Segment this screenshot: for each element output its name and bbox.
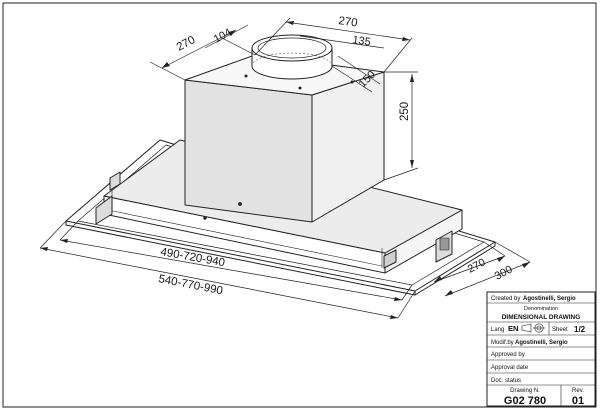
projection-symbol-icon bbox=[521, 323, 545, 333]
tb-denomination-label: Denomination bbox=[524, 306, 558, 312]
dim-inner-depth: 270 bbox=[466, 256, 488, 275]
dim-height: 250 bbox=[399, 102, 411, 121]
tb-created-by-value: Agostinelli, Sergio bbox=[523, 296, 576, 302]
tb-lang-label: Lang bbox=[491, 327, 504, 333]
left-bracket bbox=[95, 195, 113, 225]
hood-drawing bbox=[65, 34, 496, 296]
dimension-arrows bbox=[40, 21, 530, 319]
dim-offset-135: 135 bbox=[352, 34, 372, 48]
chimney-front bbox=[184, 79, 313, 223]
tb-approval-date-label: Approval date bbox=[491, 365, 529, 371]
tb-sheet-label: Sheet bbox=[552, 327, 568, 333]
tb-modif-label: Modif.by bbox=[491, 340, 514, 346]
tb-rev-label: Rev. bbox=[572, 388, 584, 394]
dim-outer-depth: 300 bbox=[493, 263, 515, 282]
dim-offset-104: 104 bbox=[212, 26, 234, 45]
dim-top-depth: 270 bbox=[175, 34, 198, 54]
tb-modif-value: Agostinelli, Sergio bbox=[515, 340, 568, 346]
tb-rev-value: 01 bbox=[572, 395, 584, 407]
tb-drawing-no-label: Drawing N. bbox=[510, 388, 540, 394]
title-block: Created by Agostinelli, Sergio Denominat… bbox=[486, 291, 596, 407]
dim-outer-width: 540-770-990 bbox=[157, 273, 223, 297]
tb-sheet-value: 1/2 bbox=[574, 325, 586, 334]
tb-lang-value: EN bbox=[508, 324, 518, 333]
tb-doc-status-label: Doc. status bbox=[491, 378, 521, 384]
tb-denomination-value: DIMENSIONAL DRAWING bbox=[502, 314, 581, 321]
tb-created-by-label: Created by bbox=[491, 296, 520, 302]
tb-drawing-no-value: G02 780 bbox=[504, 395, 546, 407]
sheet-border bbox=[2, 2, 597, 408]
tb-approved-by-label: Approved by bbox=[491, 352, 525, 358]
dimension-lines bbox=[39, 17, 531, 319]
dim-top-width: 270 bbox=[338, 15, 359, 30]
